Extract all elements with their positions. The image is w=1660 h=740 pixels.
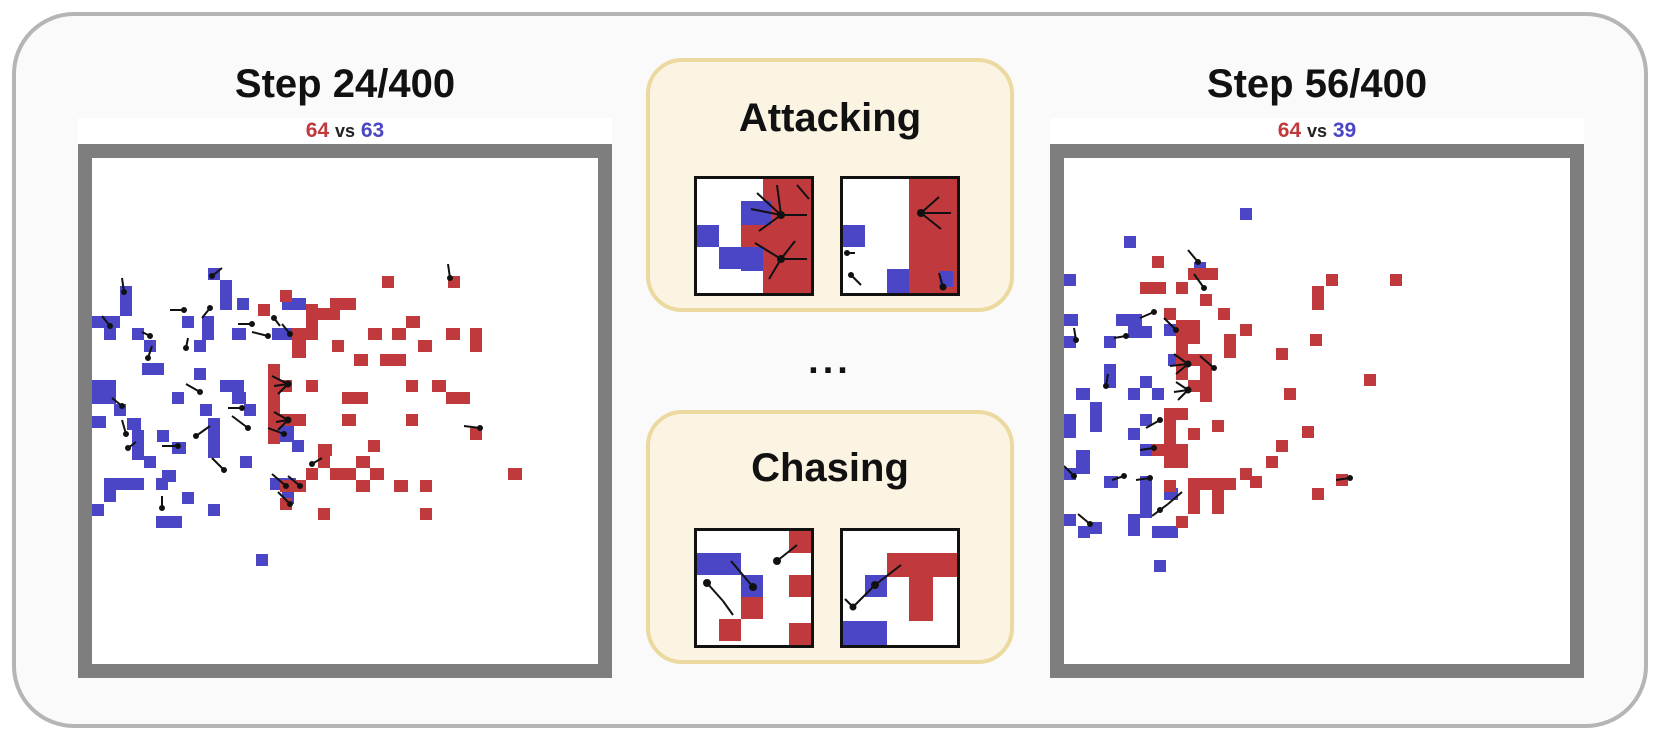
right-blue-score: 39	[1332, 119, 1357, 142]
right-arena-grid	[1050, 144, 1584, 678]
ellipsis: ...	[808, 340, 852, 382]
right-arena-map	[1064, 208, 1402, 572]
attacking-thumb-1	[694, 176, 814, 296]
right-panel: Step 56/400 64 vs 39	[1050, 56, 1584, 686]
left-score-strip: 64 vs 63	[78, 118, 612, 144]
left-arena-map	[92, 263, 522, 566]
attacking-thumb-2	[840, 176, 960, 296]
left-red-score: 64	[305, 119, 330, 142]
right-red-score: 64	[1277, 119, 1302, 142]
attacking-scene-2	[843, 179, 957, 293]
left-arena-grid	[78, 144, 612, 678]
attacking-card: Attacking	[646, 58, 1014, 312]
left-step-title: Step 24/400	[234, 62, 456, 106]
chasing-thumb-2	[840, 528, 960, 648]
chasing-title: Chasing	[751, 446, 909, 490]
right-step-title: Step 56/400	[1206, 62, 1428, 106]
chasing-card: Chasing	[646, 410, 1014, 664]
left-score-vs: vs	[334, 121, 356, 141]
chasing-thumb-1	[694, 528, 814, 648]
attacking-scene-1	[697, 179, 811, 293]
right-score-vs: vs	[1306, 121, 1328, 141]
chasing-scene-2	[843, 553, 957, 645]
left-panel: Step 24/400 64 vs 63	[78, 56, 612, 686]
attacking-title: Attacking	[738, 96, 922, 140]
right-score-strip: 64 vs 39	[1050, 118, 1584, 144]
chasing-scene-1	[697, 531, 811, 645]
left-blue-score: 63	[360, 119, 385, 142]
